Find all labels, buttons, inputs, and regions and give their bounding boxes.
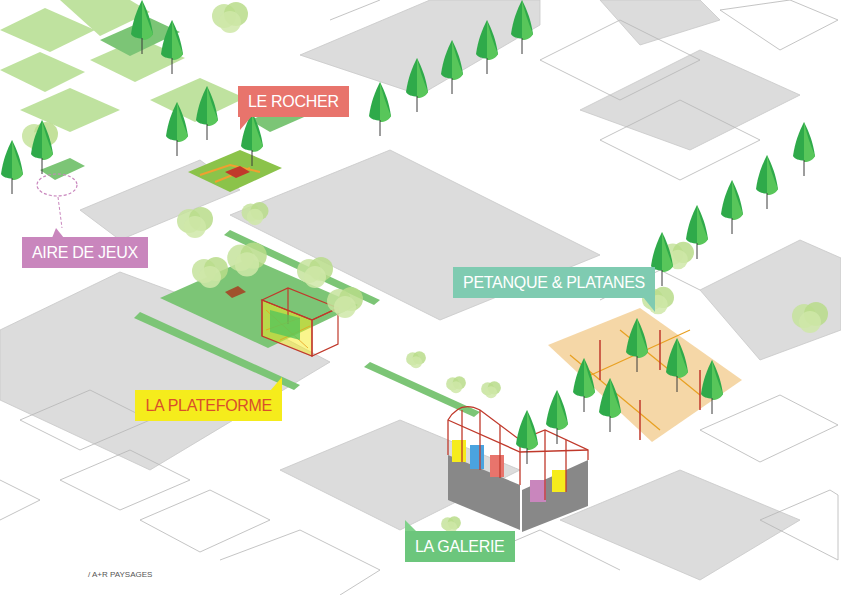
callout-text: AIRE DE JEUX — [32, 244, 138, 261]
callout-tag: AIRE DE JEUX — [22, 237, 148, 268]
callout-text: LA GALERIE — [415, 538, 505, 555]
callout-text: LA PLATEFORME — [145, 397, 272, 414]
callout-text: PETANQUE & PLATANES — [463, 274, 645, 291]
credit-note: / A+R PAYSAGES — [88, 570, 152, 579]
callout-tag: LE ROCHER — [238, 86, 349, 117]
callout-tag: LA PLATEFORME — [135, 390, 282, 421]
callout-tag: LA GALERIE — [405, 531, 515, 562]
callout-text: LE ROCHER — [248, 93, 339, 110]
callout-tag: PETANQUE & PLATANES — [453, 267, 655, 298]
